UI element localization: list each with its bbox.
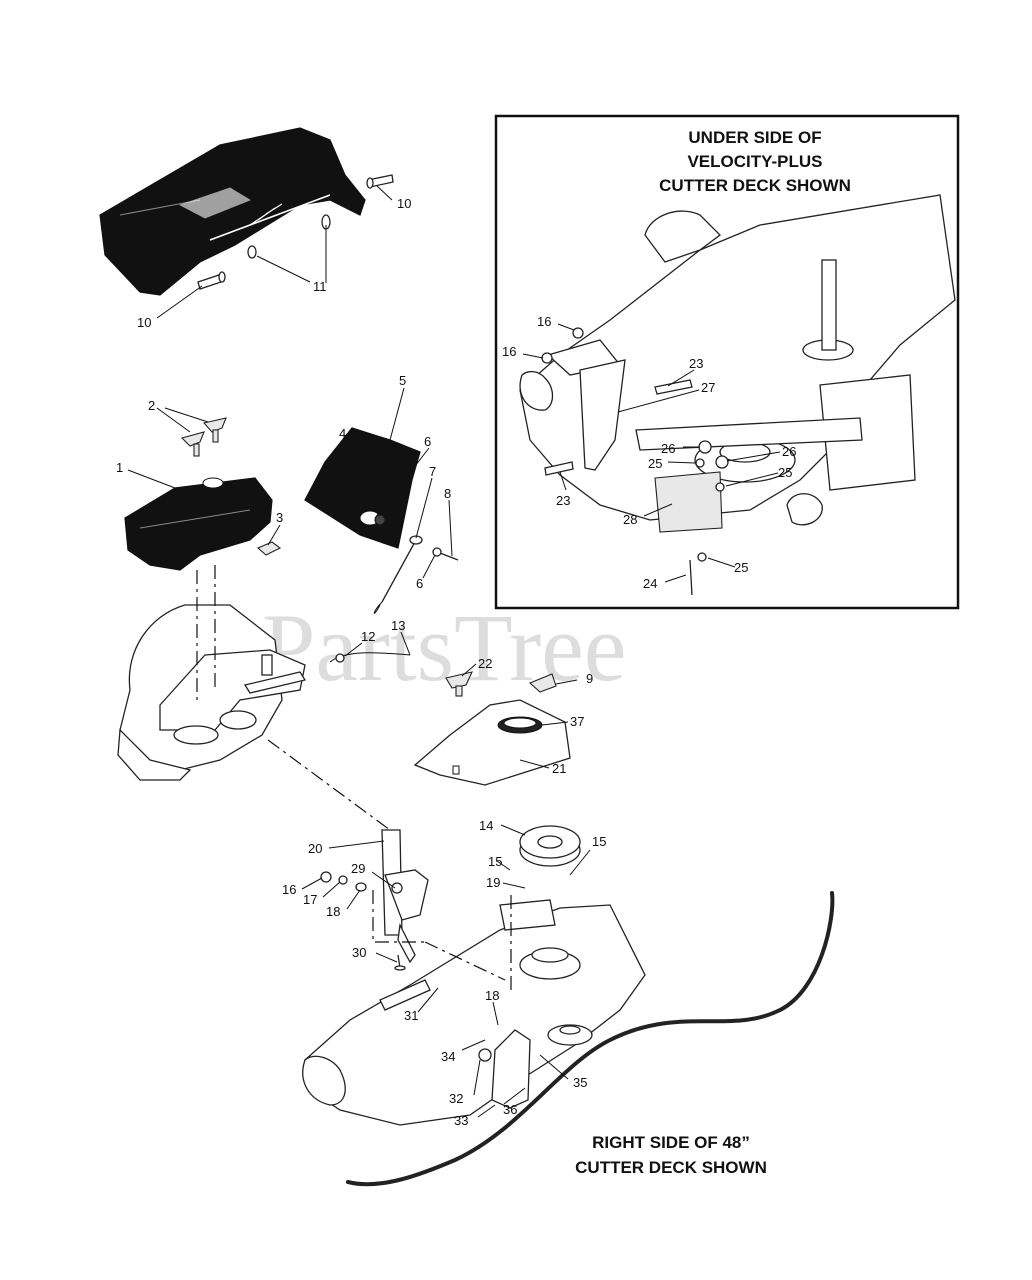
callout-28: 28 (623, 512, 637, 527)
callout-1: 1 (116, 460, 123, 475)
callout-10: 10 (137, 315, 151, 330)
discharge-chute (99, 127, 366, 296)
hardware-16-17-18 (320, 871, 406, 971)
cable-13 (329, 652, 411, 663)
inset-box: UNDER SIDE OF VELOCITY-PLUS CUTTER DECK … (494, 114, 960, 610)
callout-37: 37 (570, 714, 584, 729)
callout-34: 34 (441, 1049, 455, 1064)
left-deck-section (117, 604, 307, 781)
inset-title-line1: UNDER SIDE OF (688, 128, 821, 147)
callout-17: 17 (303, 892, 317, 907)
callout-3: 3 (276, 510, 283, 525)
callout-18: 18 (326, 904, 340, 919)
callout-16: 16 (537, 314, 551, 329)
hinge-pin-10-upper (366, 174, 394, 189)
pulley-cover (124, 477, 273, 571)
callout-31: 31 (404, 1008, 418, 1023)
callout-29: 29 (351, 861, 365, 876)
callout-26: 26 (661, 441, 675, 456)
callout-5: 5 (399, 373, 406, 388)
callout-33: 33 (454, 1113, 468, 1128)
callout-26: 26 (782, 444, 796, 459)
break-line (346, 891, 835, 1187)
main-deck (302, 899, 646, 1126)
leader-lines (127, 185, 781, 1118)
callout-36: 36 (503, 1102, 517, 1117)
callout-23: 23 (556, 493, 570, 508)
pad-3 (256, 541, 282, 556)
callout-20: 20 (308, 841, 322, 856)
callout-19: 19 (486, 875, 500, 890)
spring-clip-11 (247, 214, 331, 259)
alignment-lines (196, 565, 512, 990)
callout-8: 8 (444, 486, 451, 501)
belt-guard-21 (413, 699, 571, 786)
callout-10: 10 (397, 196, 411, 211)
callout-32: 32 (449, 1091, 463, 1106)
callout-23: 23 (689, 356, 703, 371)
callouts: 10 11 10 2 1 3 5 4 6 7 8 6 13 12 22 9 37… (116, 196, 796, 1128)
callout-6: 6 (416, 576, 423, 591)
callout-16: 16 (282, 882, 296, 897)
cover-knobs (180, 417, 227, 457)
hinge-pin-10-lower (197, 271, 226, 290)
caption-line1: RIGHT SIDE OF 48” (592, 1133, 750, 1152)
inset-title-line3: CUTTER DECK SHOWN (659, 176, 851, 195)
callout-18: 18 (485, 988, 499, 1003)
callout-16: 16 (502, 344, 516, 359)
callout-15: 15 (592, 834, 606, 849)
callout-2: 2 (148, 398, 155, 413)
callout-30: 30 (352, 945, 366, 960)
bracket-33 (478, 1029, 531, 1109)
callout-14: 14 (479, 818, 493, 833)
watermark-text: PartsTree (262, 594, 626, 701)
callout-12: 12 (361, 629, 375, 644)
callout-22: 22 (478, 656, 492, 671)
callout-13: 13 (391, 618, 405, 633)
callout-4: 4 (339, 426, 346, 441)
idler-arm-7 (373, 535, 423, 614)
pulley-14 (519, 825, 581, 867)
callout-25: 25 (648, 456, 662, 471)
knob-22 (445, 671, 473, 697)
caption-line2: CUTTER DECK SHOWN (575, 1158, 767, 1177)
idler-bracket-20 (381, 829, 429, 964)
callout-6: 6 (424, 434, 431, 449)
inset-title-line2: VELOCITY-PLUS (687, 152, 822, 171)
callout-27: 27 (701, 380, 715, 395)
callout-21: 21 (552, 761, 566, 776)
callout-11: 11 (313, 279, 327, 294)
callout-24: 24 (643, 576, 657, 591)
callout-7: 7 (429, 464, 436, 479)
belt-shield (304, 427, 421, 549)
knob-9 (528, 673, 557, 693)
callout-9: 9 (586, 671, 593, 686)
callout-25: 25 (734, 560, 748, 575)
bolt-8 (432, 547, 459, 561)
callout-25: 25 (778, 465, 792, 480)
callout-35: 35 (573, 1075, 587, 1090)
callout-15: 15 (488, 854, 502, 869)
